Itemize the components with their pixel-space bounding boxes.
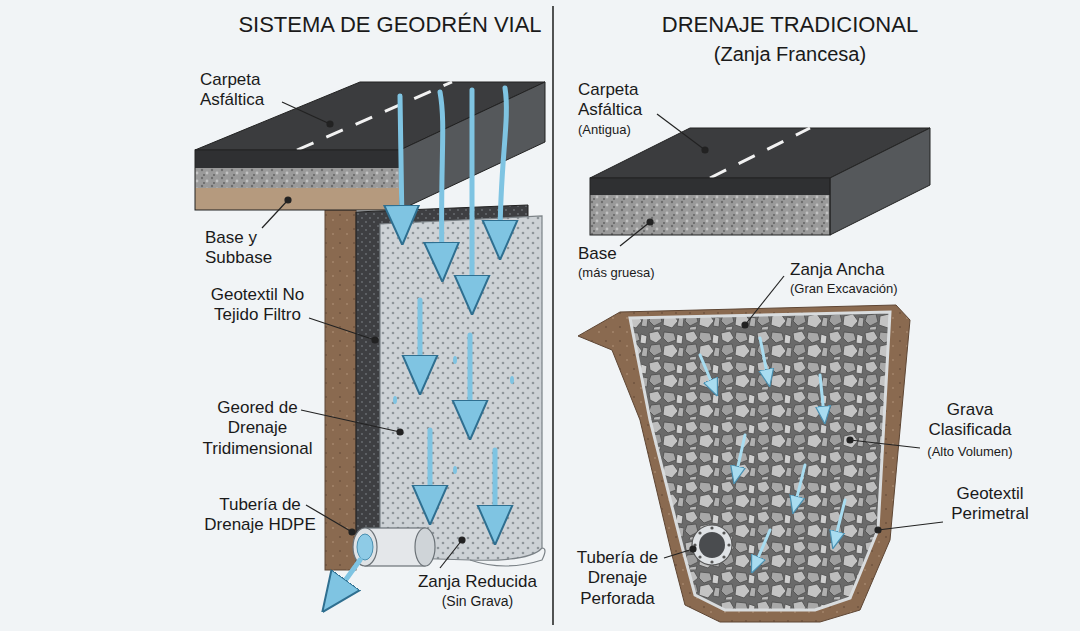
french-drain-illustration <box>692 525 732 565</box>
callout-label: Geotextil No Tejido Filtro <box>210 285 305 326</box>
geodren-illustration <box>493 450 498 525</box>
leader-lines <box>878 522 943 530</box>
french-drain-illustration <box>630 312 890 610</box>
callout-label: (más gruesa) <box>578 265 688 281</box>
leader-lines <box>647 219 653 225</box>
geodren-illustration <box>195 188 400 210</box>
geodren-illustration <box>334 560 360 596</box>
panel-heading: SISTEMA DE GEODRÉN VIAL <box>225 12 555 38</box>
french-drain-illustration <box>795 465 805 505</box>
leader-lines <box>397 429 403 435</box>
callout-label: (Alto Volumen) <box>905 444 1035 460</box>
geodren-illustration <box>393 356 514 474</box>
french-drain-illustration <box>727 543 730 546</box>
leader-lines <box>850 440 920 448</box>
french-drain-illustration <box>590 178 830 195</box>
callout-label: Carpeta Asfáltica <box>578 80 688 121</box>
french-drain-illustration <box>736 435 745 475</box>
geodren-illustration <box>468 335 473 420</box>
panel-subheading: (Zanja Francesa) <box>640 42 940 66</box>
callout-label: Grava Clasificada <box>910 400 1030 441</box>
geodren-illustration <box>195 168 400 188</box>
french-drain-illustration <box>722 555 725 558</box>
leader-lines <box>875 527 881 533</box>
french-drain-illustration <box>578 128 930 622</box>
geodren-illustration <box>357 534 373 560</box>
french-drain-illustration <box>590 195 830 235</box>
french-drain-illustration <box>700 355 714 388</box>
callout-label: Base y Subbase <box>205 228 287 269</box>
french-drain-illustration <box>699 532 725 558</box>
french-drain-illustration <box>590 178 830 235</box>
leader-lines <box>327 121 333 127</box>
leader-lines <box>262 102 943 568</box>
panel-heading: DRENAJE TRADICIONAL <box>590 12 990 38</box>
geodren-illustration <box>400 88 506 525</box>
french-drain-illustration <box>698 531 701 534</box>
geodren-illustration <box>470 90 475 295</box>
leader-lines <box>262 200 288 228</box>
geodren-illustration <box>453 356 457 364</box>
leader-lines <box>372 337 378 343</box>
leader-lines <box>301 410 400 432</box>
french-drain-illustration <box>820 375 824 415</box>
geodren-illustration <box>325 210 356 570</box>
french-drain-illustration <box>722 531 725 534</box>
callout-label: (Antigua) <box>578 122 688 138</box>
geodren-illustration <box>510 376 514 384</box>
geodren-illustration <box>393 396 397 404</box>
french-drain-illustration <box>760 338 768 378</box>
callout-label: (Gran Excavación) <box>790 281 940 297</box>
callout-label: Zanja Reducida <box>405 572 550 592</box>
callout-label: Tubería de Drenaje HDPE <box>200 495 320 536</box>
leader-lines <box>620 222 650 246</box>
leader-lines <box>742 322 748 328</box>
callout-label: Carpeta Asfáltica <box>200 70 310 111</box>
callout-label: Geotextil Perimetral <box>935 484 1045 525</box>
french-drain-illustration <box>710 560 713 563</box>
geodren-illustration <box>418 300 423 375</box>
geodren-illustration <box>440 92 443 262</box>
french-drain-illustration <box>830 128 930 235</box>
leader-lines <box>690 546 696 552</box>
geodren-illustration <box>195 150 400 210</box>
leader-lines <box>657 114 705 150</box>
leader-lines <box>664 549 693 558</box>
leader-lines <box>847 437 853 443</box>
callout-label: Geored de Drenaje Tridimensional <box>195 398 320 459</box>
callout-label: Zanja Ancha <box>790 260 920 280</box>
leader-lines <box>282 102 330 124</box>
leader-lines <box>349 529 355 535</box>
french-drain-illustration <box>693 526 730 563</box>
leader-lines <box>745 276 784 325</box>
geodren-illustration <box>353 528 377 566</box>
french-drain-illustration <box>755 530 770 565</box>
geodren-illustration <box>500 88 506 240</box>
geodren-illustration <box>195 150 400 168</box>
leader-lines <box>285 197 291 203</box>
leader-lines <box>459 537 465 543</box>
divider-line <box>552 6 554 625</box>
callout-label: Tubería de Drenaje Perforada <box>570 548 665 609</box>
french-drain-illustration <box>710 128 810 178</box>
geodren-illustration <box>400 96 402 225</box>
geodren-illustration <box>453 466 457 474</box>
geodren-illustration <box>415 528 435 566</box>
french-drain-illustration <box>698 555 701 558</box>
french-drain-illustration <box>835 500 845 540</box>
geodren-illustration <box>428 430 433 505</box>
geodren-illustration <box>470 548 545 566</box>
leader-lines <box>702 147 708 153</box>
geodren-illustration <box>380 216 542 560</box>
geodren-illustration <box>195 82 545 596</box>
callout-label: (Sin Grava) <box>405 593 550 610</box>
leader-lines <box>440 540 462 568</box>
french-drain-illustration <box>710 526 713 529</box>
callout-label: Base <box>578 244 658 264</box>
leader-lines <box>309 318 375 340</box>
